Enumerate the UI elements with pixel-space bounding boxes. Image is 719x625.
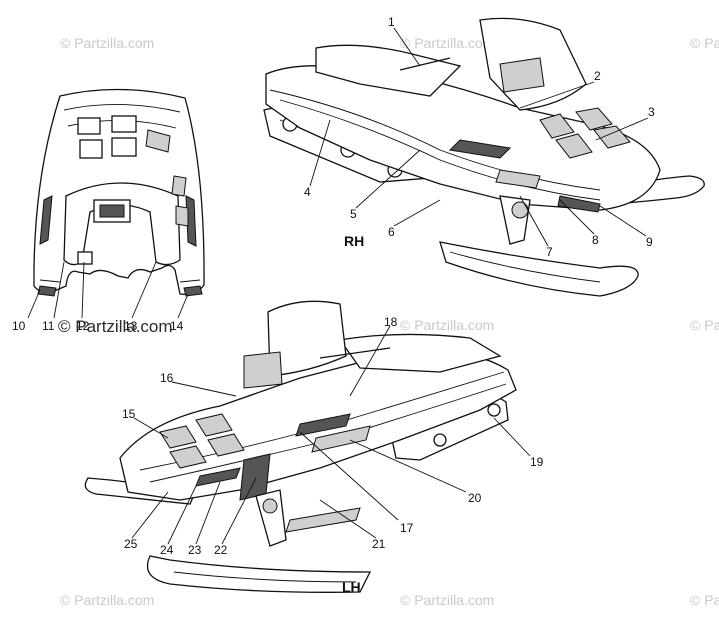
callout-1: 1 [388,15,395,29]
rh-view-label: RH [344,233,364,249]
callout-leaders [27,27,649,545]
watermark-text: © Partzilla.com [400,35,494,51]
watermark-text: © Partzilla.com [60,35,154,51]
callout-2: 2 [594,69,601,83]
lh-view-label: LH [342,579,361,595]
callout-16: 16 [160,371,174,385]
watermark-text: © Partzilla.com [60,592,154,608]
watermark-text: © Partzilla.com [400,592,494,608]
callout-7: 7 [546,245,553,259]
callout-12: 12 [76,319,90,333]
callout-8: 8 [592,233,599,247]
watermark-center: © Partzilla.com [58,317,173,336]
watermark-text: © Partzilla.com [690,592,719,608]
callout-10: 10 [12,319,26,333]
callout-20: 20 [468,491,482,505]
callout-6: 6 [388,225,395,239]
callout-5: 5 [350,207,357,221]
callout-labels: 1 2 3 4 5 6 7 8 9 10 11 12 13 14 15 16 1… [12,15,655,557]
callout-13: 13 [124,319,138,333]
watermark-text: © Partzilla.com [690,35,719,51]
callout-24: 24 [160,543,174,557]
callout-14: 14 [170,319,184,333]
callout-17: 17 [400,521,414,535]
lh-snowmobile-drawing [84,300,517,593]
callout-3: 3 [648,105,655,119]
callout-4: 4 [304,185,311,199]
callout-21: 21 [372,537,386,551]
hood-drawing [33,88,205,297]
callout-9: 9 [646,235,653,249]
callout-18: 18 [384,315,398,329]
callout-25: 25 [124,537,138,551]
watermark-text: © Partzilla.com [690,317,719,333]
callout-23: 23 [188,543,202,557]
watermark-text: © Partzilla.com [400,317,494,333]
callout-15: 15 [122,407,136,421]
callout-22: 22 [214,543,228,557]
rh-snowmobile-drawing [263,17,705,297]
callout-19: 19 [530,455,544,469]
callout-11: 11 [42,319,55,333]
watermark-layer: © Partzilla.com © Partzilla.com © Partzi… [60,35,719,608]
